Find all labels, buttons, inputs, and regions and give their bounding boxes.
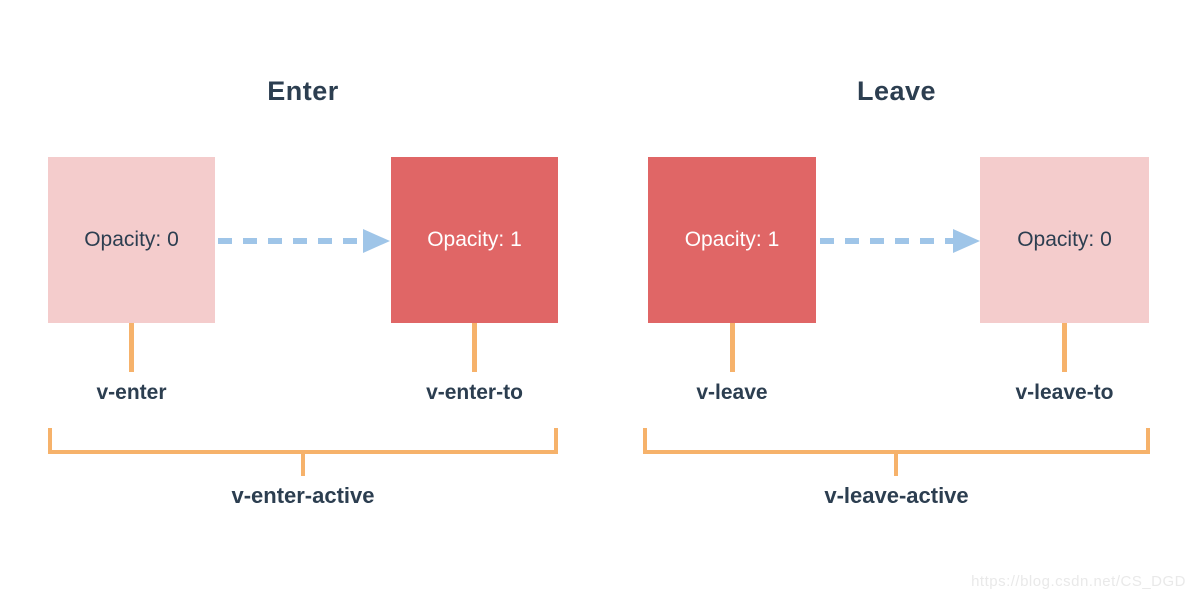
enter-from-box: Opacity: 0 [48,157,215,323]
leave-to-class-label: v-leave-to [1015,381,1114,404]
dashed-arrow-icon [218,229,390,253]
enter-to-box: Opacity: 1 [391,157,558,323]
enter-to-class-label: v-enter-to [426,381,523,404]
leave-active-class-label: v-leave-active [824,483,969,508]
enter-active-bracket [48,428,558,454]
enter-active-bracket-stem [301,454,305,476]
leave-to-connector-line [1062,323,1067,372]
enter-from-class-label: v-enter [96,381,167,404]
leave-from-connector-line [730,323,735,372]
enter-from-box-text: Opacity: 0 [84,228,179,251]
leave-active-bracket [643,428,1150,454]
leave-to-box-text: Opacity: 0 [1017,228,1112,251]
leave-section-title: Leave [856,76,937,106]
leave-to-box: Opacity: 0 [980,157,1149,323]
leave-from-box-text: Opacity: 1 [684,228,780,251]
leave-active-bracket-stem [894,454,898,476]
enter-to-connector-line [472,323,477,372]
leave-from-class-label: v-leave [696,381,768,404]
watermark-url: https://blog.csdn.net/CS_DGD [971,573,1186,590]
enter-section-title: Enter [267,76,339,106]
enter-active-class-label: v-enter-active [231,483,375,508]
leave-from-box: Opacity: 1 [648,157,816,323]
enter-from-connector-line [129,323,134,372]
enter-to-box-text: Opacity: 1 [427,228,522,251]
dashed-arrow-icon [820,229,980,253]
